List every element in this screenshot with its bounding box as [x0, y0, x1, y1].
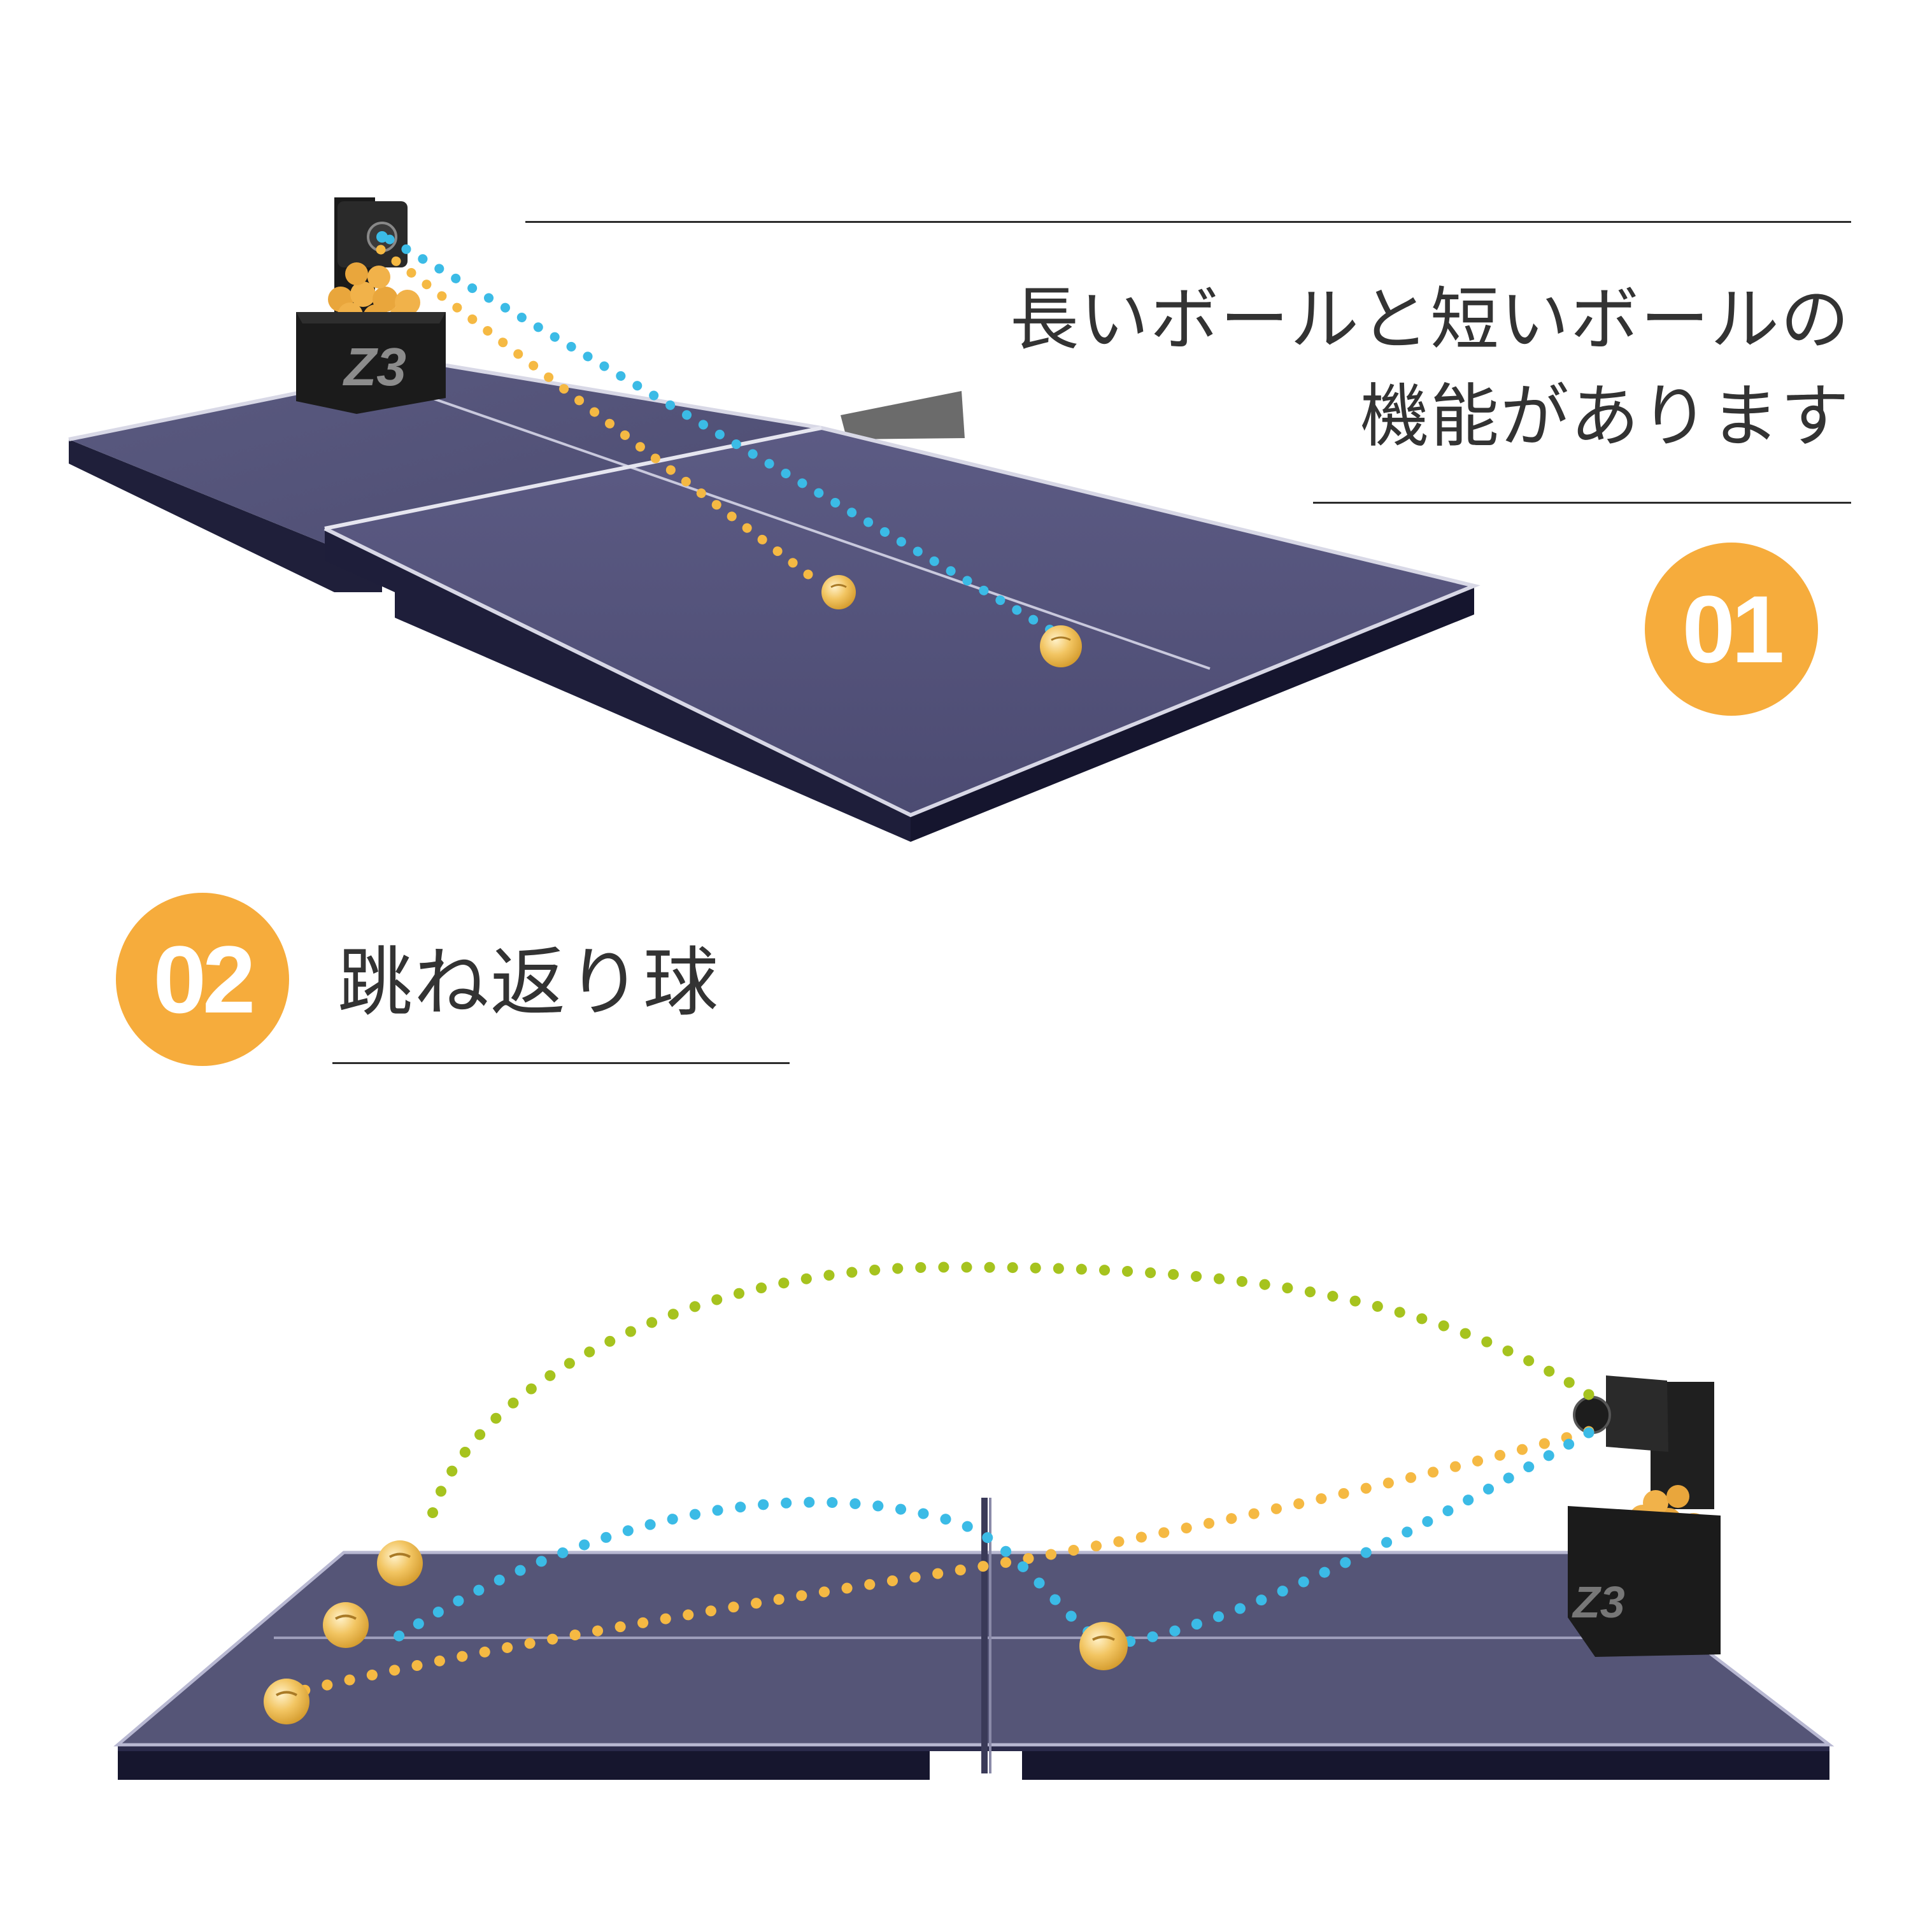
table-1-net-post — [841, 391, 965, 439]
ball-orange-target — [264, 1679, 309, 1724]
trajectory-orange-long — [284, 1426, 1595, 1700]
section-1-title-line-1: 長いボールと短いボールの — [1009, 280, 1850, 360]
table-1-right-half — [325, 428, 1474, 815]
table-2-border — [113, 1551, 1835, 1747]
ball-bounce-point — [1079, 1622, 1128, 1670]
robot-1-box — [296, 312, 446, 414]
ball-short — [821, 575, 856, 609]
table-1-right-edge-front — [911, 586, 1474, 842]
ball-green-target — [377, 1540, 423, 1586]
table-1-left-edge — [69, 439, 382, 592]
ball-long — [1040, 625, 1082, 667]
robot-2-logo: Z3 — [1572, 1577, 1625, 1627]
table-1-left-half — [69, 364, 821, 567]
robot-1: Z3 — [296, 197, 446, 414]
table-1: Z3 — [68, 197, 1481, 842]
section-2-title: 跳ね返り球 — [337, 939, 720, 1026]
table-1-right-edge-left — [325, 529, 911, 842]
section-1-top-rule — [525, 221, 1851, 223]
robot-2: Z3 — [1568, 1375, 1721, 1657]
robot-2-head — [1606, 1375, 1668, 1452]
section-1-title-line-2: 機能があります — [1360, 377, 1850, 457]
table-2-trajectories — [284, 1261, 1595, 1700]
table-2-top — [118, 1552, 1829, 1745]
robot-2-box — [1568, 1506, 1721, 1657]
table-1-center-line — [407, 388, 1211, 670]
robot-1-logo: Z3 — [343, 337, 406, 397]
table-2: Z3 — [113, 1261, 1835, 1780]
trajectory-short-orange — [376, 245, 827, 590]
section-1-bottom-rule — [1313, 502, 1851, 504]
trajectory-blue-bounce — [383, 1427, 1595, 1650]
trajectory-long-blue — [385, 234, 1067, 642]
ball-blue-target — [323, 1602, 369, 1648]
section-1-badge: 01 — [1645, 543, 1818, 716]
section-2-badge: 02 — [116, 893, 289, 1066]
trajectory-green-high — [422, 1261, 1595, 1540]
table-1-trajectories — [376, 234, 1067, 642]
section-2-rule — [332, 1062, 790, 1064]
